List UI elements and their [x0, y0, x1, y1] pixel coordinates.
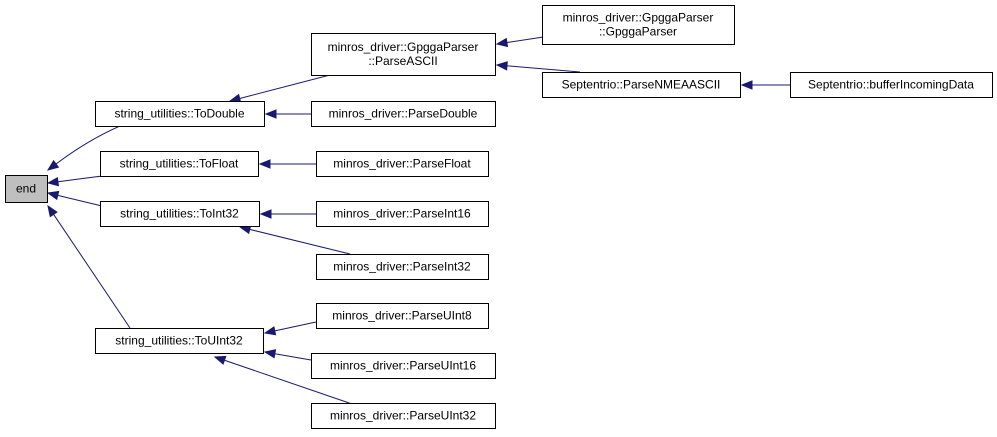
node-label: minros_driver::ParseInt16: [333, 207, 471, 221]
node-label: string_utilities::ToFloat: [120, 157, 239, 171]
node-box[interactable]: [311, 33, 496, 76]
node-end[interactable]: end: [5, 175, 48, 203]
node-label: minros_driver::ParseUInt32: [330, 409, 476, 423]
node-label: minros_driver::ParseUInt8: [332, 309, 472, 323]
edge-parseint32-to-toint32: [249, 228, 351, 255]
node-box[interactable]: [316, 254, 489, 280]
node-box[interactable]: [95, 328, 264, 354]
edge-arrowhead-septentrio_parse-to-gpgga_parseascii: [495, 61, 508, 71]
node-label: minros_driver::GpggaParser: [563, 11, 714, 25]
node-parseint16[interactable]: minros_driver::ParseInt16: [316, 201, 489, 227]
edge-todouble-to-end: [55, 125, 121, 165]
node-label: ::GpggaParser: [599, 25, 677, 39]
node-label: string_utilities::ToInt32: [120, 207, 239, 221]
node-todouble[interactable]: string_utilities::ToDouble: [95, 101, 265, 127]
node-parseuint32[interactable]: minros_driver::ParseUInt32: [311, 403, 496, 429]
node-label: minros_driver::ParseInt32: [333, 260, 471, 274]
node-box[interactable]: [95, 101, 265, 127]
node-label: minros_driver::GpggaParser: [328, 40, 479, 54]
edge-parseuint16-to-touint32: [274, 353, 312, 361]
node-box[interactable]: [311, 403, 496, 429]
edge-toint32-to-end: [57, 194, 103, 207]
node-box[interactable]: [542, 5, 735, 45]
nodes: end string_utilities::ToDoublestring_util…: [5, 5, 993, 429]
node-parsedouble[interactable]: minros_driver::ParseDouble: [311, 101, 496, 127]
node-septentrio_parse[interactable]: Septentrio::ParseNMEAASCII: [542, 72, 741, 98]
edge-arrowhead-toint32-to-end: [46, 190, 60, 201]
edge-arrowhead-parseuint8-to-touint32: [263, 326, 277, 336]
node-label: minros_driver::ParseUInt16: [330, 359, 476, 373]
node-parsefloat[interactable]: minros_driver::ParseFloat: [316, 151, 489, 177]
edge-arrowhead-gpgga_ctor-to-gpgga_parseascii: [495, 37, 509, 48]
node-label: Septentrio::bufferIncomingData: [808, 78, 974, 92]
node-box[interactable]: [100, 151, 259, 177]
node-box[interactable]: [316, 303, 489, 329]
node-gpgga_ctor[interactable]: minros_driver::GpggaParser::GpggaParser: [542, 5, 735, 45]
node-toint32[interactable]: string_utilities::ToInt32: [100, 201, 260, 227]
edge-arrowhead-septentrio_buffer-to-septentrio_parse: [740, 80, 753, 90]
node-label: string_utilities::ToDouble: [114, 107, 244, 121]
edge-arrowhead-parsedouble-to-todouble: [264, 109, 277, 119]
edge-septentrio_parse-to-gpgga_parseascii: [506, 65, 581, 73]
node-box[interactable]: [316, 151, 489, 177]
node-label: string_utilities::ToUInt32: [115, 334, 243, 348]
node-box[interactable]: [5, 175, 48, 203]
node-label: Septentrio::ParseNMEAASCII: [562, 78, 721, 92]
edge-tofloat-to-end: [57, 175, 103, 183]
edge-arrowhead-touint32-to-end: [47, 204, 58, 218]
edge-parseuint32-to-touint32: [224, 359, 356, 406]
node-label: minros_driver::ParseFloat: [333, 157, 471, 171]
node-box[interactable]: [100, 201, 260, 227]
node-label: end: [16, 182, 36, 196]
node-label: minros_driver::ParseDouble: [329, 107, 478, 121]
node-box[interactable]: [316, 201, 489, 227]
node-touint32[interactable]: string_utilities::ToUInt32: [95, 328, 264, 354]
edge-arrowhead-parseint16-to-toint32: [259, 209, 272, 219]
edge-arrowhead-parseuint32-to-touint32: [213, 355, 227, 365]
edge-arrowhead-tofloat-to-end: [46, 176, 60, 187]
node-parseuint16[interactable]: minros_driver::ParseUInt16: [311, 353, 496, 379]
node-box[interactable]: [311, 353, 496, 379]
node-tofloat[interactable]: string_utilities::ToFloat: [100, 151, 259, 177]
edge-parseuint8-to-touint32: [274, 321, 317, 332]
node-box[interactable]: [542, 72, 741, 98]
node-label: ::ParseASCII: [368, 54, 437, 68]
edge-arrowhead-parsefloat-to-tofloat: [258, 159, 271, 169]
node-box[interactable]: [790, 72, 993, 98]
edge-touint32-to-end: [53, 214, 131, 329]
edge-arrowhead-parseuint16-to-touint32: [263, 349, 277, 359]
node-parseuint8[interactable]: minros_driver::ParseUInt8: [316, 303, 489, 329]
node-septentrio_buffer[interactable]: Septentrio::bufferIncomingData: [790, 72, 993, 98]
node-box[interactable]: [311, 101, 496, 127]
edge-arrowhead-todouble-to-end: [46, 159, 60, 171]
node-parseint32[interactable]: minros_driver::ParseInt32: [316, 254, 489, 280]
node-gpgga_parseascii[interactable]: minros_driver::GpggaParser::ParseASCII: [311, 33, 496, 76]
edge-gpgga_parseascii-to-todouble: [239, 74, 331, 99]
edges: [46, 35, 790, 406]
